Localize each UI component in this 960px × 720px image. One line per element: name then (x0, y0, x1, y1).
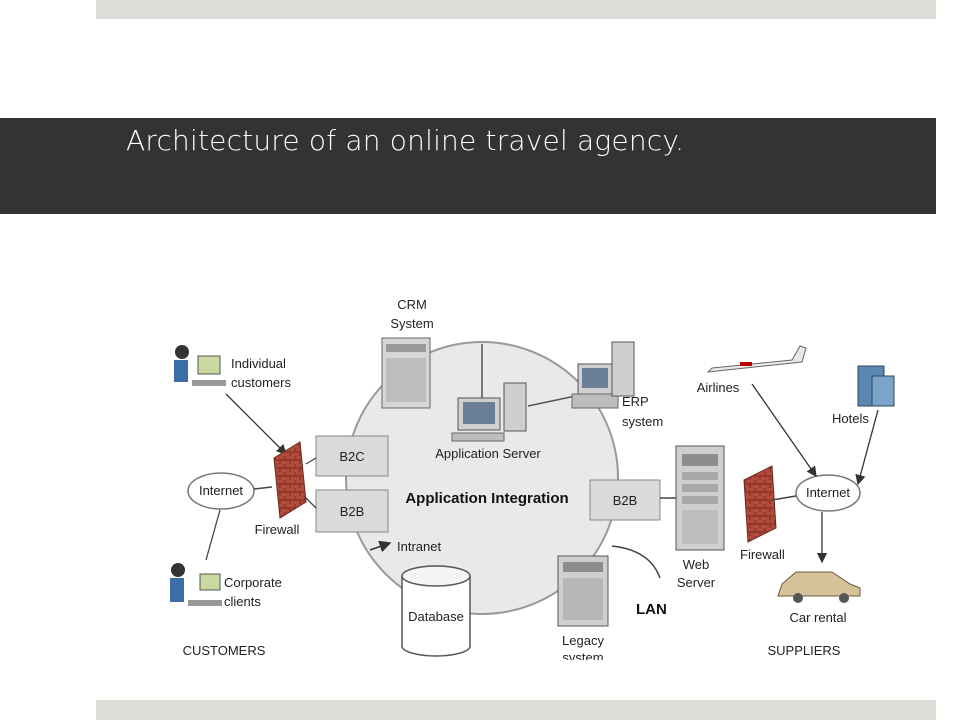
application-integration-label: Application Integration (405, 490, 568, 507)
individual-customers-label-2: customers (231, 375, 291, 390)
customer-internet-cloud-icon (187, 472, 255, 510)
corporate-clients-label-1: Corporate (224, 575, 282, 590)
airplane-icon (706, 345, 807, 373)
hotel-building-icon (857, 365, 895, 407)
individual-customer-icon (174, 345, 226, 386)
architecture-diagram: CRM System Application Server ERP system… (160, 288, 920, 660)
crm-server-icon (381, 337, 431, 409)
hotels-label: Hotels (832, 411, 869, 426)
database-label: Database (408, 609, 464, 624)
b2b-right-label: B2B (613, 493, 638, 508)
supplier-internet-cloud-icon (795, 474, 861, 512)
corporate-client-icon (170, 563, 222, 606)
b2c-box (315, 435, 389, 477)
application-server-label: Application Server (435, 446, 541, 461)
individual-customers-label-1: Individual (231, 356, 286, 371)
b2b-right-box (589, 479, 661, 521)
slide-title: Architecture of an online travel agency. (126, 124, 685, 157)
legacy-system-icon (557, 555, 609, 627)
erp-label-2: system (622, 414, 663, 429)
legacy-label-2: system (562, 650, 603, 660)
intranet-circle (345, 341, 619, 615)
bottom-decor-strip (96, 700, 936, 720)
lan-label: LAN (636, 601, 667, 618)
web-server-icon (675, 445, 725, 551)
web-server-label-2: Server (677, 575, 716, 590)
top-decor-strip (96, 0, 936, 19)
supplier-firewall-icon (743, 465, 777, 543)
crm-label-2: System (390, 316, 433, 331)
b2b-left-label: B2B (340, 504, 365, 519)
title-bar (0, 118, 936, 214)
web-server-label-1: Web (683, 557, 710, 572)
suppliers-group-label: SUPPLIERS (768, 643, 841, 658)
erp-system-icon (571, 341, 635, 409)
customer-firewall-icon (273, 441, 307, 519)
legacy-label-1: Legacy (562, 633, 604, 648)
database-icon (401, 565, 471, 657)
crm-label-1: CRM (397, 297, 427, 312)
corporate-clients-label-2: clients (224, 594, 261, 609)
customers-group-label: CUSTOMERS (183, 643, 266, 658)
b2c-label: B2C (339, 449, 364, 464)
supplier-internet-label: Internet (806, 485, 850, 500)
erp-label-1: ERP (622, 394, 649, 409)
car-rental-label: Car rental (789, 610, 846, 625)
customer-internet-label: Internet (199, 483, 243, 498)
b2b-left-box (315, 489, 389, 533)
airlines-label: Airlines (697, 380, 740, 395)
customer-firewall-label: Firewall (255, 522, 300, 537)
intranet-label: Intranet (397, 539, 441, 554)
supplier-firewall-label: Firewall (740, 547, 785, 562)
application-server-icon (451, 382, 527, 442)
car-icon (777, 571, 861, 603)
